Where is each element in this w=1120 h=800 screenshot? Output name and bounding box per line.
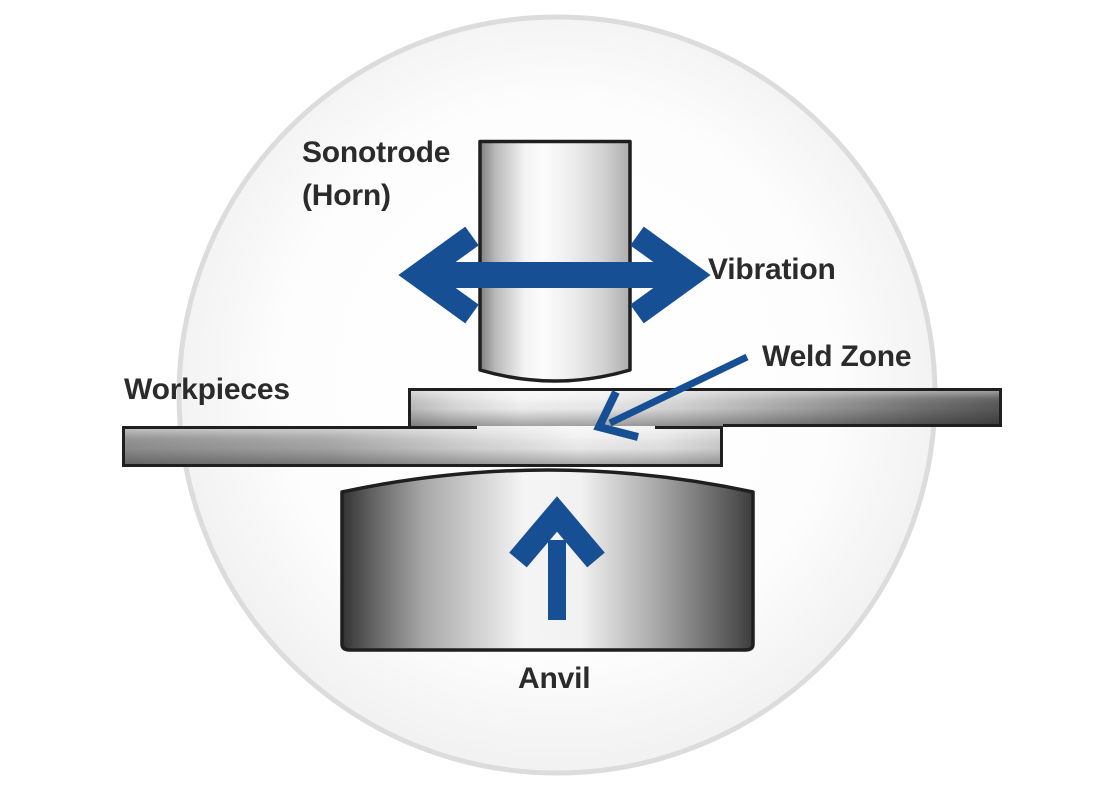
upper-workpiece-outline xyxy=(408,388,1002,427)
vibration-arrow-bar xyxy=(434,262,675,288)
anvil-body xyxy=(340,468,755,652)
workpieces-label: Workpieces xyxy=(124,373,290,406)
weld-zone-label: Weld Zone xyxy=(762,340,912,373)
anvil-label: Anvil xyxy=(518,662,591,695)
vibration-arrow-right-head xyxy=(630,226,711,324)
sonotrode-label: Sonotrode (Horn) xyxy=(302,136,451,212)
lower-workpiece-outline xyxy=(122,426,723,467)
upper-workpiece-shading xyxy=(408,388,1002,426)
weld-zone-pointer-line xyxy=(608,353,749,427)
vibration-arrow-left-head xyxy=(398,226,479,324)
clamp-force-arrow-stem xyxy=(548,540,566,620)
clamp-force-arrow-head xyxy=(509,496,605,568)
sonotrode-cylinder xyxy=(478,139,632,383)
vibration-label: Vibration xyxy=(708,253,836,286)
weld-zone-pointer-head xyxy=(593,390,639,441)
